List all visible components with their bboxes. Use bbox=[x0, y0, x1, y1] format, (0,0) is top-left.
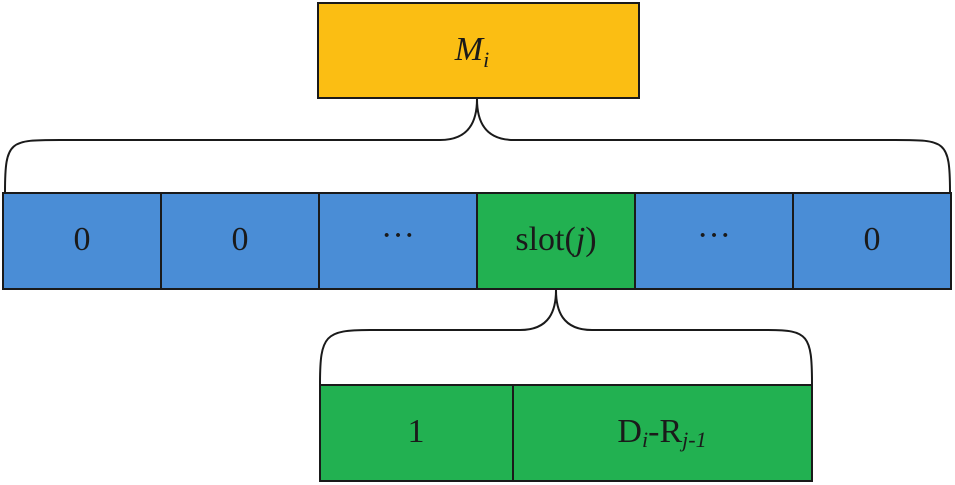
top-box bbox=[317, 2, 640, 99]
memory-cell bbox=[792, 192, 952, 290]
memory-cell bbox=[160, 192, 320, 290]
memory-cell-label: 0 bbox=[74, 221, 91, 258]
memory-cell bbox=[318, 192, 478, 290]
memory-cell bbox=[634, 192, 794, 290]
top-box-label: Mi bbox=[454, 31, 489, 72]
slot-cell-label: slot(j) bbox=[515, 221, 596, 258]
lower-brace bbox=[319, 289, 813, 385]
memory-cell-label: 0 bbox=[232, 221, 249, 258]
memory-cell-label: ··· bbox=[381, 217, 415, 254]
upper-brace bbox=[4, 98, 951, 193]
memory-cell-label: 0 bbox=[864, 221, 881, 258]
memory-cell-slot bbox=[476, 192, 636, 290]
slot-value-label: Di-Rj-1 bbox=[617, 413, 706, 452]
slot-flag-cell bbox=[319, 384, 514, 482]
memory-cell-label: ··· bbox=[697, 217, 731, 254]
slot-detail: 1 Di-Rj-1 bbox=[319, 384, 813, 482]
slot-value-cell bbox=[512, 384, 813, 482]
memory-row: 0 0 ··· slot(j) ··· 0 bbox=[2, 192, 952, 290]
slot-flag-label: 1 bbox=[408, 413, 425, 450]
